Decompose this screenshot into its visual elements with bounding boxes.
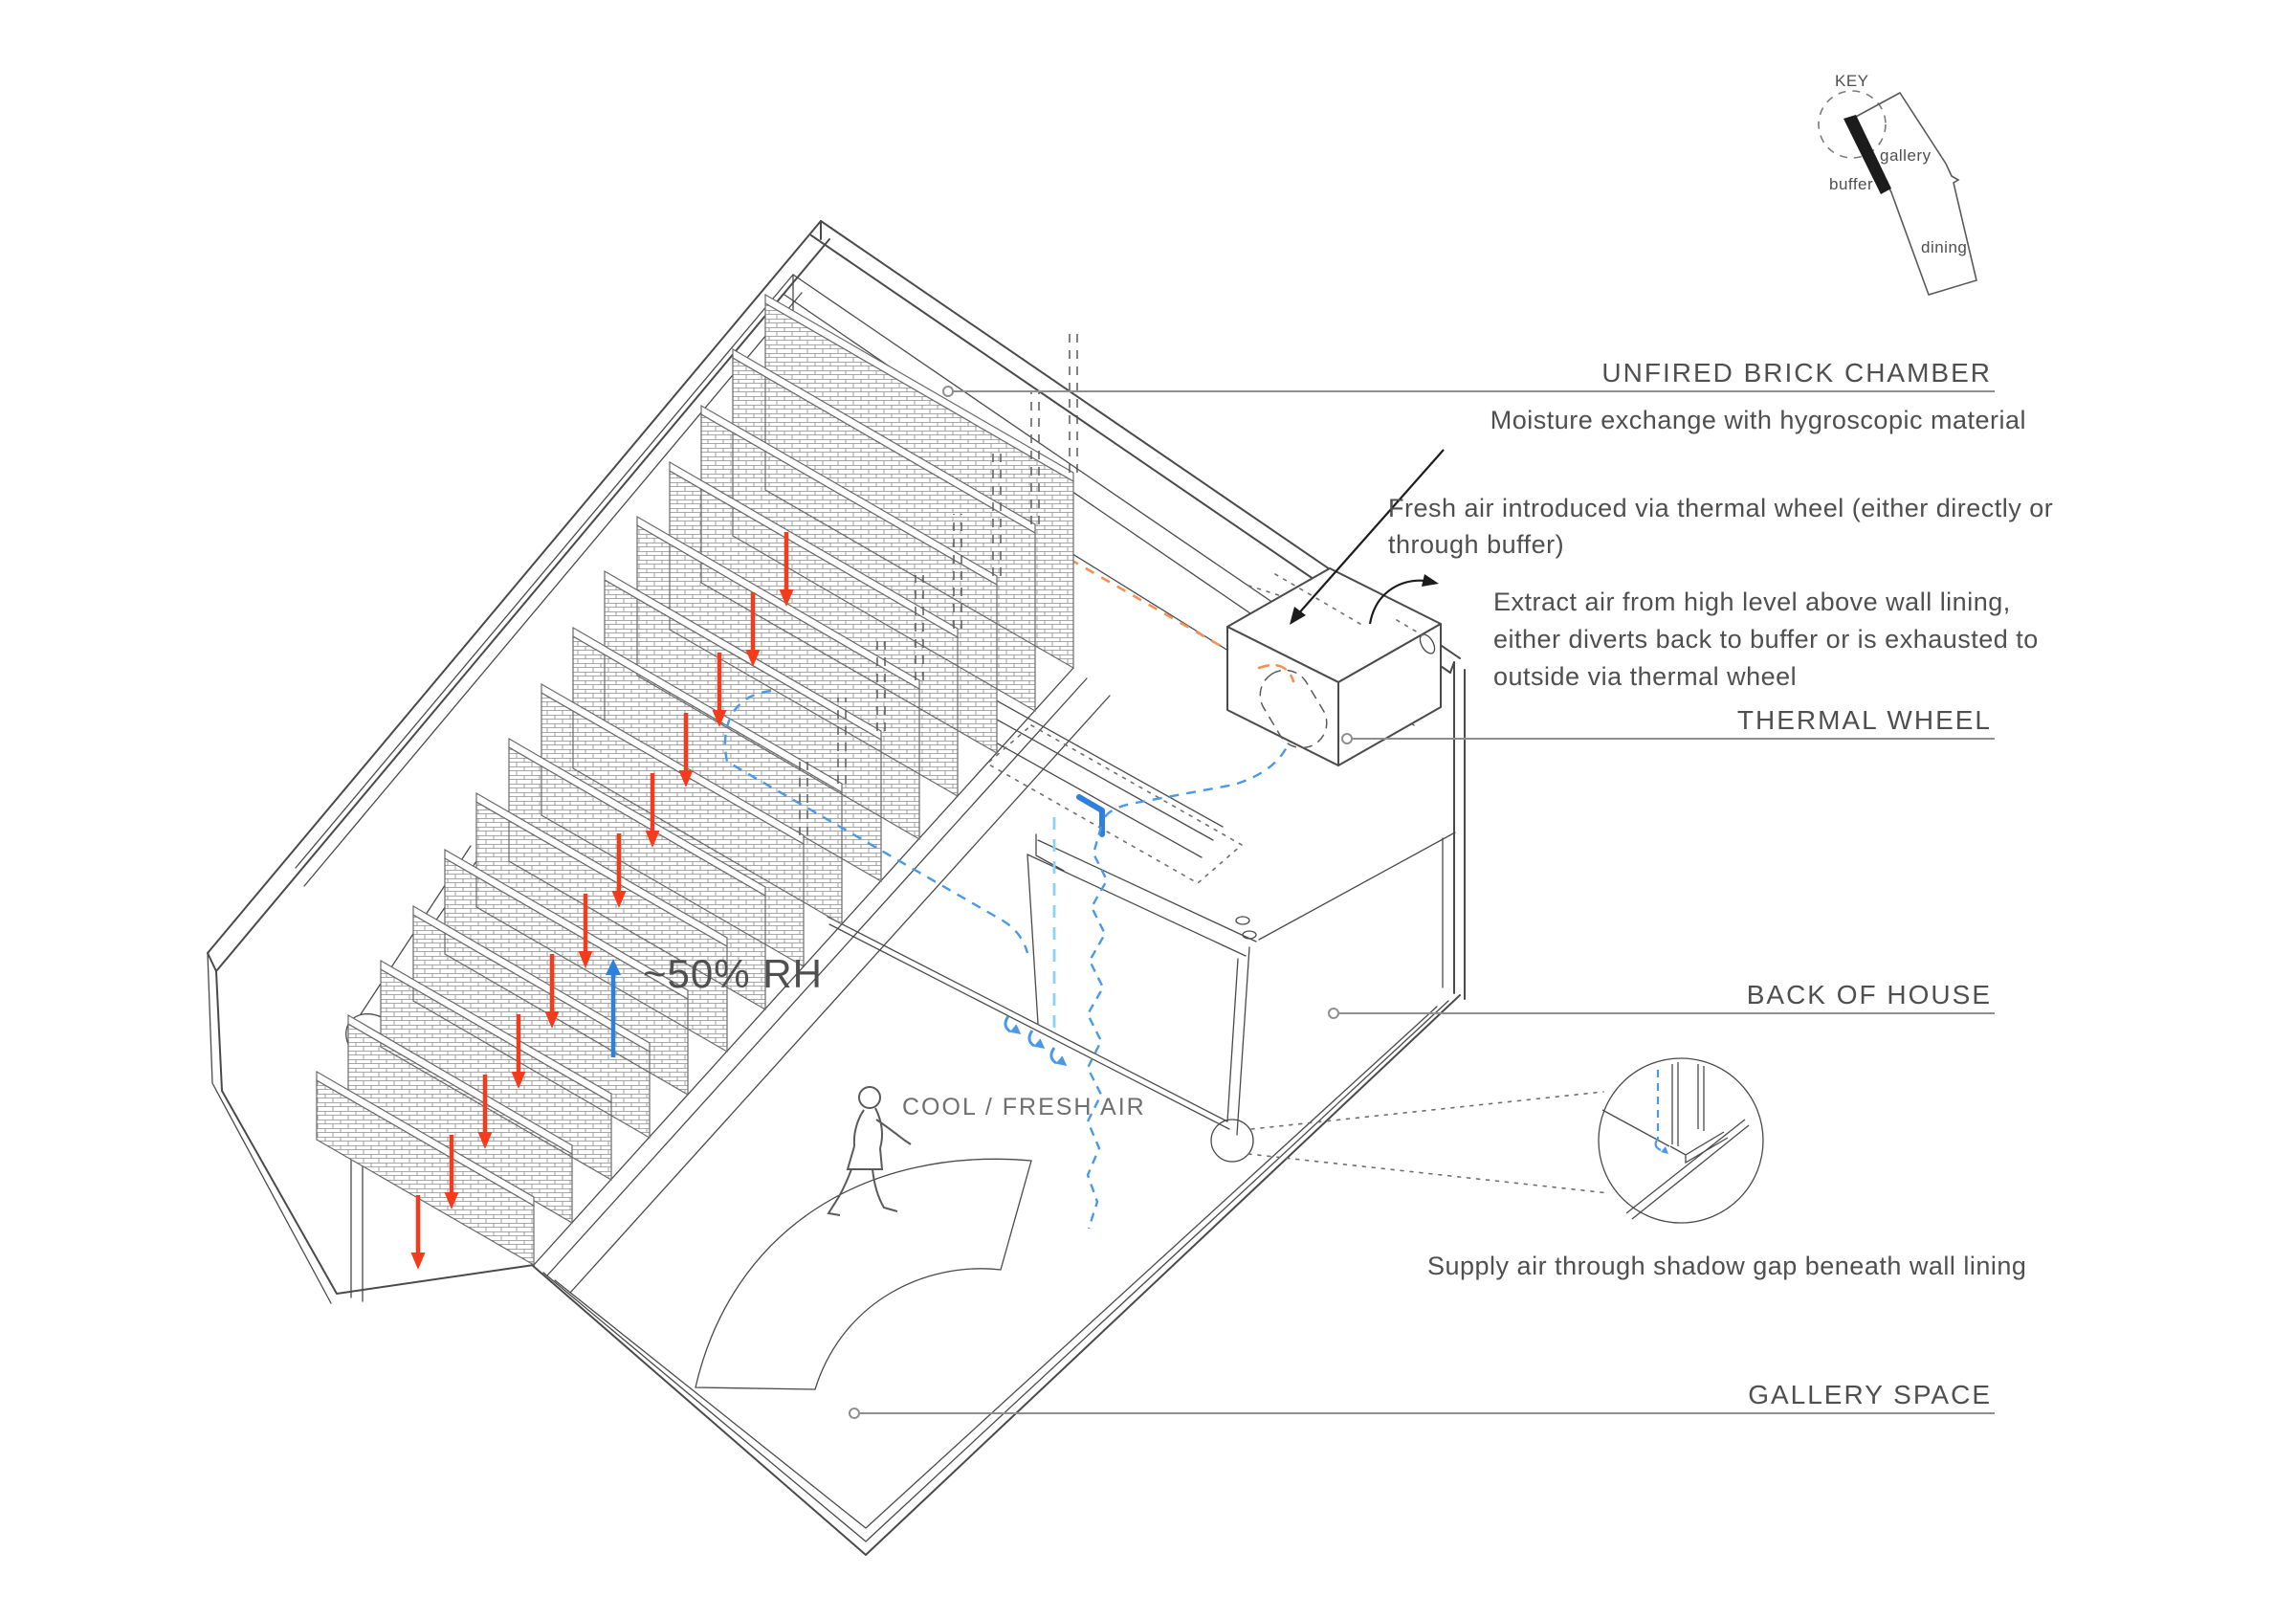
key-label-dining: dining <box>1921 238 1967 256</box>
label-gallery-space: GALLERY SPACE <box>1748 1380 1992 1409</box>
label-fresh-air-line1: Fresh air introduced via thermal wheel (… <box>1388 494 2053 522</box>
air-flow-arrows <box>1290 449 1445 625</box>
label-relative-humidity: ~50% RH <box>643 951 823 996</box>
extract-slot-dashed-lines <box>799 329 1078 835</box>
unfired-brick-fins <box>316 293 1074 1267</box>
shadow-gap-hook-arrows <box>1004 1015 1068 1067</box>
detail-magnified-circle <box>1598 1057 1764 1224</box>
shadow-gap-detail-callout <box>1210 1057 1764 1224</box>
label-extract-air-line2: either diverts back to buffer or is exha… <box>1493 625 2039 654</box>
key-buffer-wedge <box>1843 115 1891 194</box>
key-label-gallery: gallery <box>1880 146 1932 165</box>
thermal-wheel-box <box>1226 567 1442 766</box>
label-unfired-brick-chamber: UNFIRED BRICK CHAMBER <box>1601 358 1992 388</box>
label-extract-air-line1: Extract air from high level above wall l… <box>1493 588 2011 616</box>
label-cool-fresh-air: COOL / FRESH AIR <box>902 1094 1146 1120</box>
label-fresh-air-line2: through buffer) <box>1388 530 1564 559</box>
annotation-leaders <box>849 386 1995 1419</box>
humidity-rise-arrow <box>606 959 621 1057</box>
key-plan-outline <box>1852 91 1977 296</box>
label-moisture-exchange: Moisture exchange with hygroscopic mater… <box>1490 406 2026 434</box>
label-back-of-house: BACK OF HOUSE <box>1747 980 1992 1009</box>
person-figure <box>827 1086 912 1216</box>
key-label-buffer: buffer <box>1829 175 1873 193</box>
key-buffer-highlight-circle <box>1818 90 1887 159</box>
gallery-space-content <box>695 1086 1032 1390</box>
fresh-air-arrowhead <box>1290 607 1306 625</box>
drawing-labels: ~50% RH COOL / FRESH AIR <box>643 951 1146 1120</box>
label-supply-air: Supply air through shadow gap beneath wa… <box>1427 1252 2026 1280</box>
label-thermal-wheel: THERMAL WHEEL <box>1737 705 1992 735</box>
key-title: KEY <box>1835 72 1869 90</box>
curved-exhibit-wall <box>695 1158 1032 1390</box>
key-plan: KEY gallery buffer dining <box>1818 72 1977 296</box>
annotations: UNFIRED BRICK CHAMBER Moisture exchange … <box>1388 358 2053 1409</box>
detail-reference-circle <box>1210 1119 1254 1163</box>
label-extract-air-line3: outside via thermal wheel <box>1493 662 1797 691</box>
